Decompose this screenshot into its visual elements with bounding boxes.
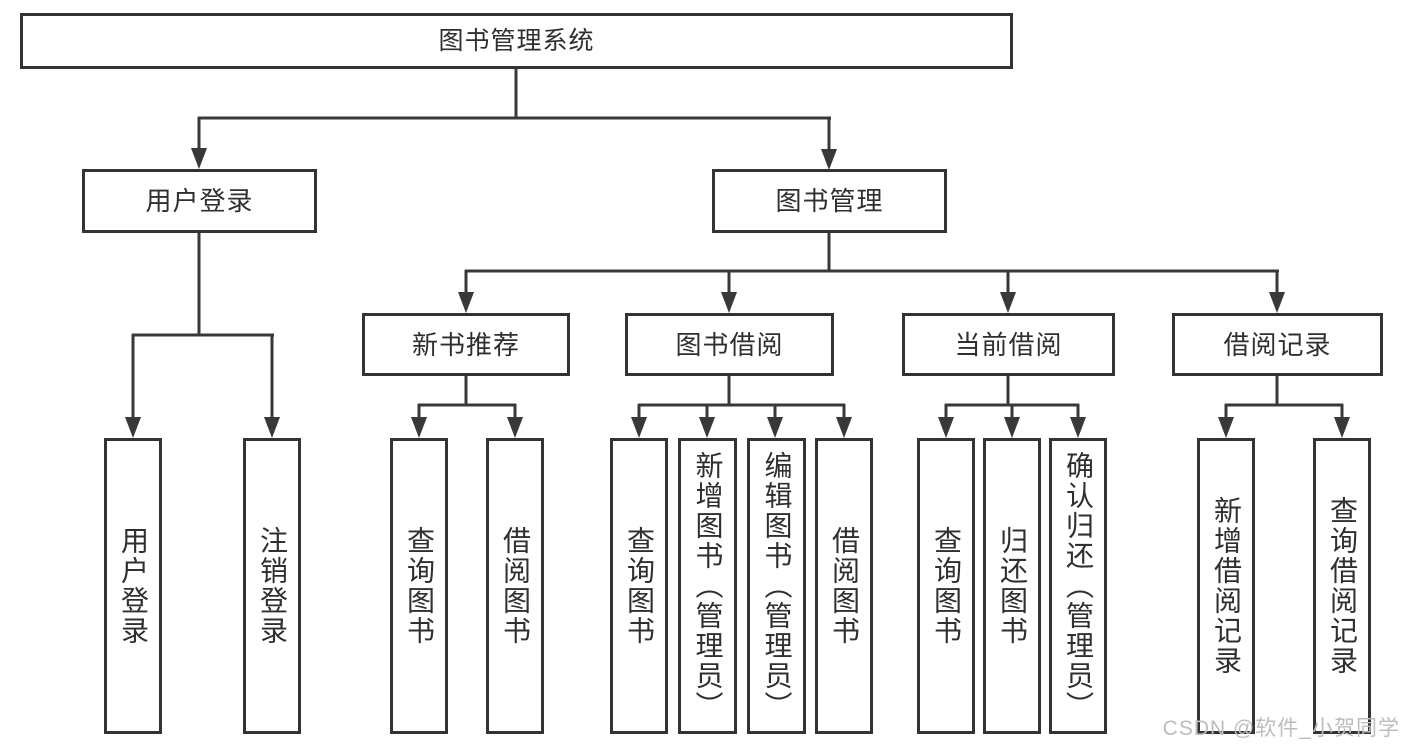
node-book-borrowing: 图书借阅 [625, 313, 834, 376]
leaf-cb-query-books: 查询图书 [917, 438, 975, 734]
node-root-system-label: 图书管理系统 [438, 26, 595, 55]
node-new-book-recommend-label: 新书推荐 [411, 329, 520, 360]
leaf-logout-label: 注销登录 [257, 526, 288, 646]
leaf-user-login-label: 用户登录 [118, 526, 149, 646]
leaf-bb-borrow-books-label: 借阅图书 [829, 526, 860, 646]
leaf-cb-confirm-return: 确认归还（管理员） [1049, 438, 1107, 734]
node-user-login: 用户登录 [82, 169, 317, 233]
arrowheads [125, 148, 1350, 438]
leaf-cb-return-books-label: 归还图书 [997, 526, 1028, 646]
node-book-borrowing-label: 图书借阅 [675, 329, 784, 360]
leaf-bb-add-books-label: 新增图书（管理员） [692, 451, 724, 721]
node-user-login-label: 用户登录 [145, 186, 254, 216]
leaf-nb-query-books-label: 查询图书 [404, 526, 435, 646]
node-book-management: 图书管理 [712, 169, 947, 233]
node-current-borrowing: 当前借阅 [902, 313, 1115, 376]
node-book-management-label: 图书管理 [775, 186, 884, 216]
node-new-book-recommend: 新书推荐 [362, 313, 570, 376]
leaf-br-query-record-label: 查询借阅记录 [1327, 496, 1358, 676]
leaf-br-add-record: 新增借阅记录 [1197, 438, 1255, 734]
leaf-nb-borrow-books: 借阅图书 [486, 438, 544, 734]
leaf-bb-borrow-books: 借阅图书 [815, 438, 873, 734]
leaf-bb-add-books: 新增图书（管理员） [678, 438, 737, 734]
leaf-nb-borrow-books-label: 借阅图书 [500, 526, 531, 646]
leaf-logout: 注销登录 [243, 438, 301, 734]
leaf-user-login: 用户登录 [104, 438, 162, 734]
leaf-nb-query-books: 查询图书 [390, 438, 448, 734]
node-root-system: 图书管理系统 [20, 13, 1013, 69]
csdn-watermark: CSDN @软件_小贺同学 [1162, 717, 1400, 740]
leaf-br-add-record-label: 新增借阅记录 [1211, 496, 1242, 676]
leaf-bb-query-books-label: 查询图书 [624, 526, 655, 646]
leaf-cb-query-books-label: 查询图书 [931, 526, 962, 646]
node-borrowing-records: 借阅记录 [1172, 313, 1383, 376]
node-current-borrowing-label: 当前借阅 [954, 329, 1063, 360]
leaf-br-query-record: 查询借阅记录 [1313, 438, 1371, 734]
leaf-cb-return-books: 归还图书 [983, 438, 1041, 734]
leaf-bb-edit-books: 编辑图书（管理员） [747, 438, 806, 734]
leaf-bb-edit-books-label: 编辑图书（管理员） [761, 451, 793, 721]
node-borrowing-records-label: 借阅记录 [1223, 329, 1332, 360]
leaf-cb-confirm-return-label: 确认归还（管理员） [1063, 451, 1094, 721]
leaf-bb-query-books: 查询图书 [610, 438, 668, 734]
